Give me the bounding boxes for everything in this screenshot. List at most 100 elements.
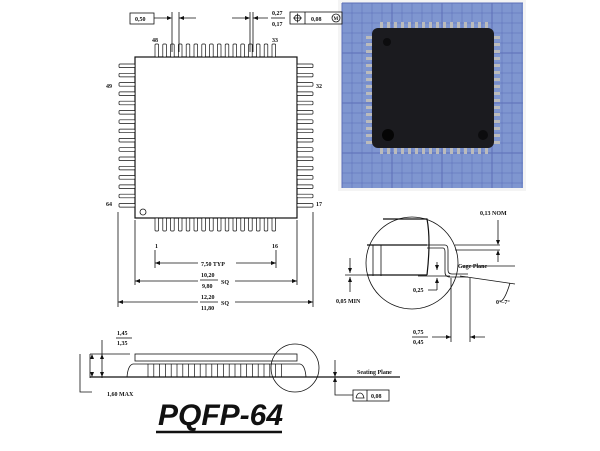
photo-pin <box>366 64 373 67</box>
pin <box>118 110 136 115</box>
pin <box>185 43 191 58</box>
pin <box>296 119 314 124</box>
pin <box>209 43 214 58</box>
pin <box>118 91 136 96</box>
pin <box>154 217 159 232</box>
overall-sq: SQ <box>221 301 229 307</box>
pin <box>296 193 314 199</box>
pin <box>248 43 253 58</box>
pin <box>256 43 261 58</box>
pin <box>118 147 136 152</box>
photo-pin <box>493 134 500 137</box>
photo-pin <box>366 71 373 74</box>
pin <box>118 165 136 171</box>
pin <box>240 43 245 58</box>
pin <box>162 217 167 232</box>
photo-pin <box>485 147 488 154</box>
pin-label-64: 64 <box>106 202 112 208</box>
photo-pin <box>429 147 432 154</box>
pin <box>193 43 198 58</box>
overall-max: 12,20 <box>201 295 215 301</box>
photo-pin <box>366 92 373 95</box>
pin <box>162 43 167 58</box>
mmc-modifier: M <box>334 17 339 22</box>
side-view: 1,45 1,35 1,60 MAX Seating Plane 0,08 <box>79 331 400 402</box>
pin <box>240 217 245 232</box>
photo-pin <box>366 120 373 123</box>
photo-pin <box>380 22 383 29</box>
photo-pin <box>366 106 373 109</box>
photo-pin <box>493 50 500 53</box>
pin-label-33: 33 <box>272 38 278 44</box>
photo-pin <box>443 147 446 154</box>
photo-pin <box>493 71 500 74</box>
standoff-min: 0,05 MIN <box>336 299 361 305</box>
photo-pin <box>493 127 500 130</box>
body-min: 9,80 <box>202 284 213 290</box>
photo-pin <box>366 78 373 81</box>
pin <box>118 72 136 78</box>
photo-pin <box>436 147 439 154</box>
photo-pin <box>366 36 373 39</box>
seating-plane-label: Seating Plane <box>357 370 392 376</box>
pin <box>296 82 314 87</box>
photo-pin <box>429 22 432 29</box>
photo-pin <box>408 147 411 154</box>
pin <box>201 217 206 232</box>
pin-label-48: 48 <box>152 38 158 44</box>
pin <box>170 217 175 232</box>
typ-span: 7,50 TYP <box>201 262 225 268</box>
pin <box>296 128 314 134</box>
pin <box>118 82 136 87</box>
pin <box>232 217 237 232</box>
photo-pin <box>493 120 500 123</box>
flatness-tolerance: 0,08 <box>371 394 382 400</box>
pitch-dimension: 0,50 <box>135 17 146 23</box>
pin <box>118 63 136 68</box>
lead-width-min: 0,17 <box>272 22 283 28</box>
pin-label-17: 17 <box>316 202 322 208</box>
gage-plane-label: Gage Plane <box>458 264 487 270</box>
body-sq: SQ <box>221 280 229 286</box>
pin <box>209 217 214 232</box>
package-body <box>134 56 298 219</box>
pin-label-32: 32 <box>316 84 322 90</box>
photo-pin <box>366 57 373 60</box>
photo-pin <box>366 43 373 46</box>
top-view: 48 33 49 32 64 17 1 16 0,50 0,27 0,17 0,… <box>106 11 343 312</box>
photo-pin <box>366 113 373 116</box>
profile-icon <box>355 392 365 399</box>
position-tolerance: 0,08 <box>311 17 322 23</box>
pin <box>232 43 237 58</box>
package-title: PQFP-64 <box>158 399 283 432</box>
pin <box>296 63 314 68</box>
position-icon <box>293 13 302 23</box>
pin1-marker <box>139 208 147 216</box>
height-min: 1,35 <box>117 341 128 347</box>
photo-pin <box>457 22 460 29</box>
gage-height: 0,25 <box>413 288 424 294</box>
photo-pin <box>478 22 481 29</box>
photo-pin <box>422 147 425 154</box>
pin <box>296 91 314 96</box>
pin <box>118 175 136 180</box>
pin <box>118 193 136 199</box>
photo-pin <box>401 22 404 29</box>
photo-pin <box>366 127 373 130</box>
pin <box>248 217 253 232</box>
photo-pin <box>366 141 373 144</box>
pin <box>263 217 269 232</box>
photo-pin <box>366 50 373 53</box>
overall-height: 1,60 MAX <box>107 392 134 398</box>
position-tolerance-frame <box>289 11 343 25</box>
photo-pin <box>415 147 418 154</box>
pin <box>296 156 314 161</box>
pin <box>178 217 183 232</box>
photo-pin <box>493 57 500 60</box>
pin <box>193 217 198 232</box>
photo-pin <box>493 85 500 88</box>
pin <box>118 203 136 208</box>
photo-pin <box>387 22 390 29</box>
photo-pin <box>394 147 397 154</box>
